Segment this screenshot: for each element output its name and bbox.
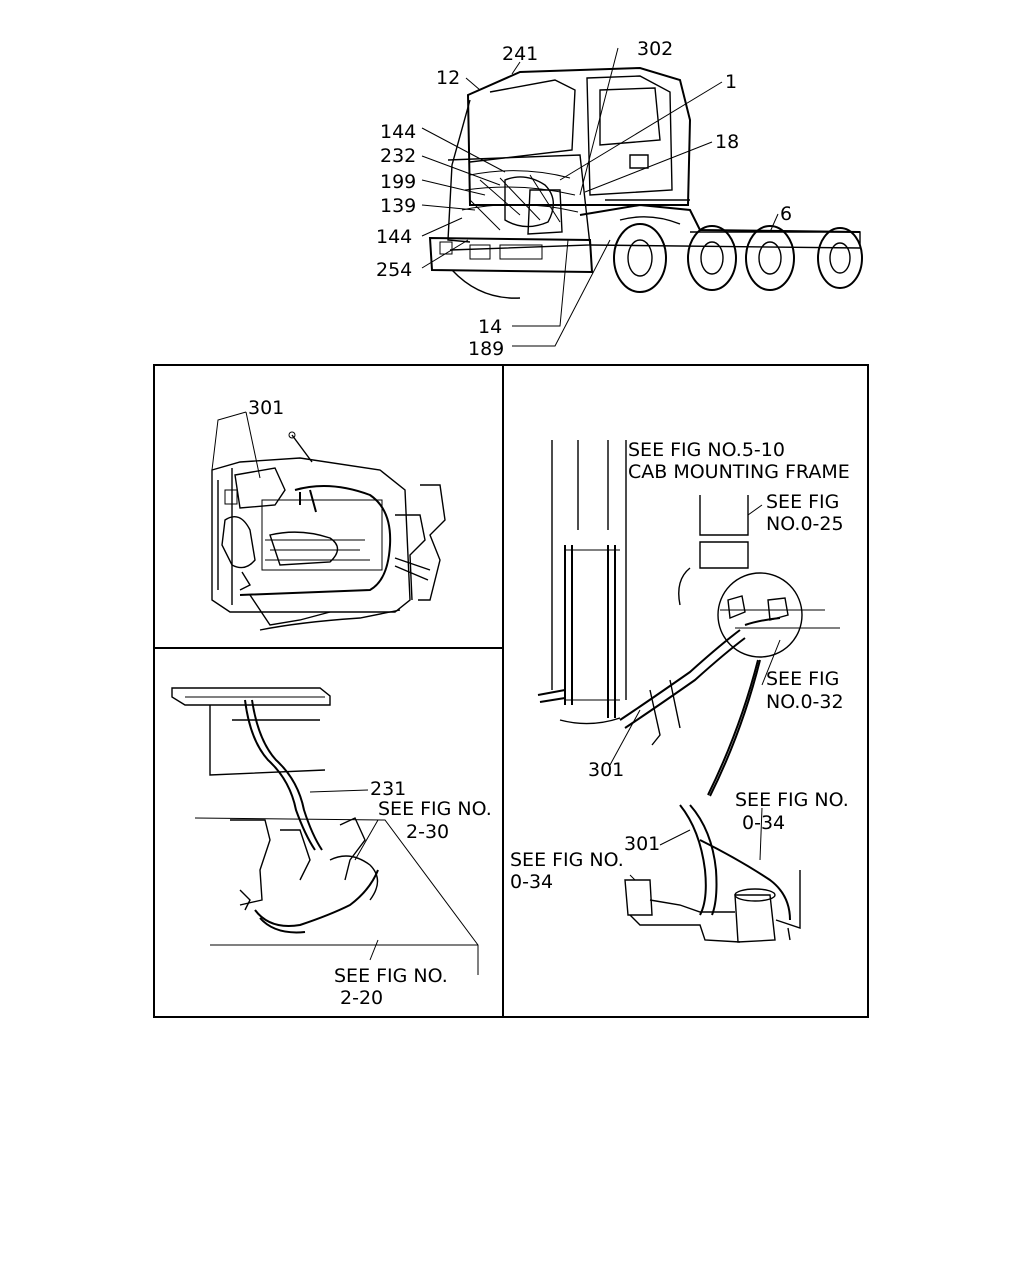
leader-0-32 xyxy=(761,639,781,686)
callout-302: 302 xyxy=(637,38,673,60)
ref-0-32-line1: SEE FIG xyxy=(766,668,839,690)
callout-14: 14 xyxy=(478,316,502,338)
ref-0-34-left-line2: 0-34 xyxy=(510,871,553,893)
engine-leader-301 xyxy=(211,411,247,471)
ref-0-25-line2: NO.0-25 xyxy=(766,513,844,535)
callout-232: 232 xyxy=(380,145,416,167)
frame-panel xyxy=(537,440,840,943)
leader-0-34-right xyxy=(759,807,763,861)
callout-189: 189 xyxy=(468,338,504,360)
callout-144-upper: 144 xyxy=(380,121,416,143)
ref-0-34-right-line2: 0-34 xyxy=(742,812,785,834)
leader-0-25 xyxy=(747,504,763,516)
ref-0-25-line1: SEE FIG xyxy=(766,491,839,513)
leader-301-lower xyxy=(659,829,691,846)
truck-illustration xyxy=(428,66,863,299)
ref-5-10-line2: CAB MOUNTING FRAME xyxy=(628,461,850,483)
callout-18: 18 xyxy=(715,131,739,153)
leader-0-34-left xyxy=(629,874,636,881)
detail-frames xyxy=(153,364,869,1018)
callout-241: 241 xyxy=(502,43,538,65)
callout-199: 199 xyxy=(380,171,416,193)
ref-0-34-right-line1: SEE FIG NO. xyxy=(735,789,849,811)
chassis-callout-231: 231 xyxy=(370,778,406,800)
top-callout-labels: 241 302 12 1 144 18 232 199 139 6 144 25… xyxy=(376,38,792,360)
callout-12: 12 xyxy=(436,67,460,89)
ref-2-30-line2: 2-30 xyxy=(406,821,449,843)
callout-144-lower: 144 xyxy=(376,226,412,248)
ref-2-20-line2: 2-20 xyxy=(340,987,383,1009)
engine-callout-301: 301 xyxy=(248,397,284,419)
ref-5-10-line1: SEE FIG NO.5-10 xyxy=(628,439,785,461)
engine-leader-301b xyxy=(245,411,261,479)
callout-1: 1 xyxy=(725,71,737,93)
leader-231 xyxy=(309,789,369,793)
callout-139: 139 xyxy=(380,195,416,217)
callout-254: 254 xyxy=(376,259,412,281)
callout-6: 6 xyxy=(780,203,792,225)
ref-2-30-line1: SEE FIG NO. xyxy=(378,798,492,820)
ref-0-32-line2: NO.0-32 xyxy=(766,691,844,713)
engine-panel xyxy=(211,431,446,631)
top-leader-lines xyxy=(421,47,779,347)
leader-2-30 xyxy=(354,819,379,861)
frame-callout-301: 301 xyxy=(588,759,624,781)
fuel-callout-301: 301 xyxy=(624,833,660,855)
leader-301-right xyxy=(609,709,641,766)
chassis-panel xyxy=(171,687,479,975)
leader-2-20 xyxy=(369,939,379,961)
ref-2-20-line1: SEE FIG NO. xyxy=(334,965,448,987)
ref-0-34-left-line1: SEE FIG NO. xyxy=(510,849,624,871)
